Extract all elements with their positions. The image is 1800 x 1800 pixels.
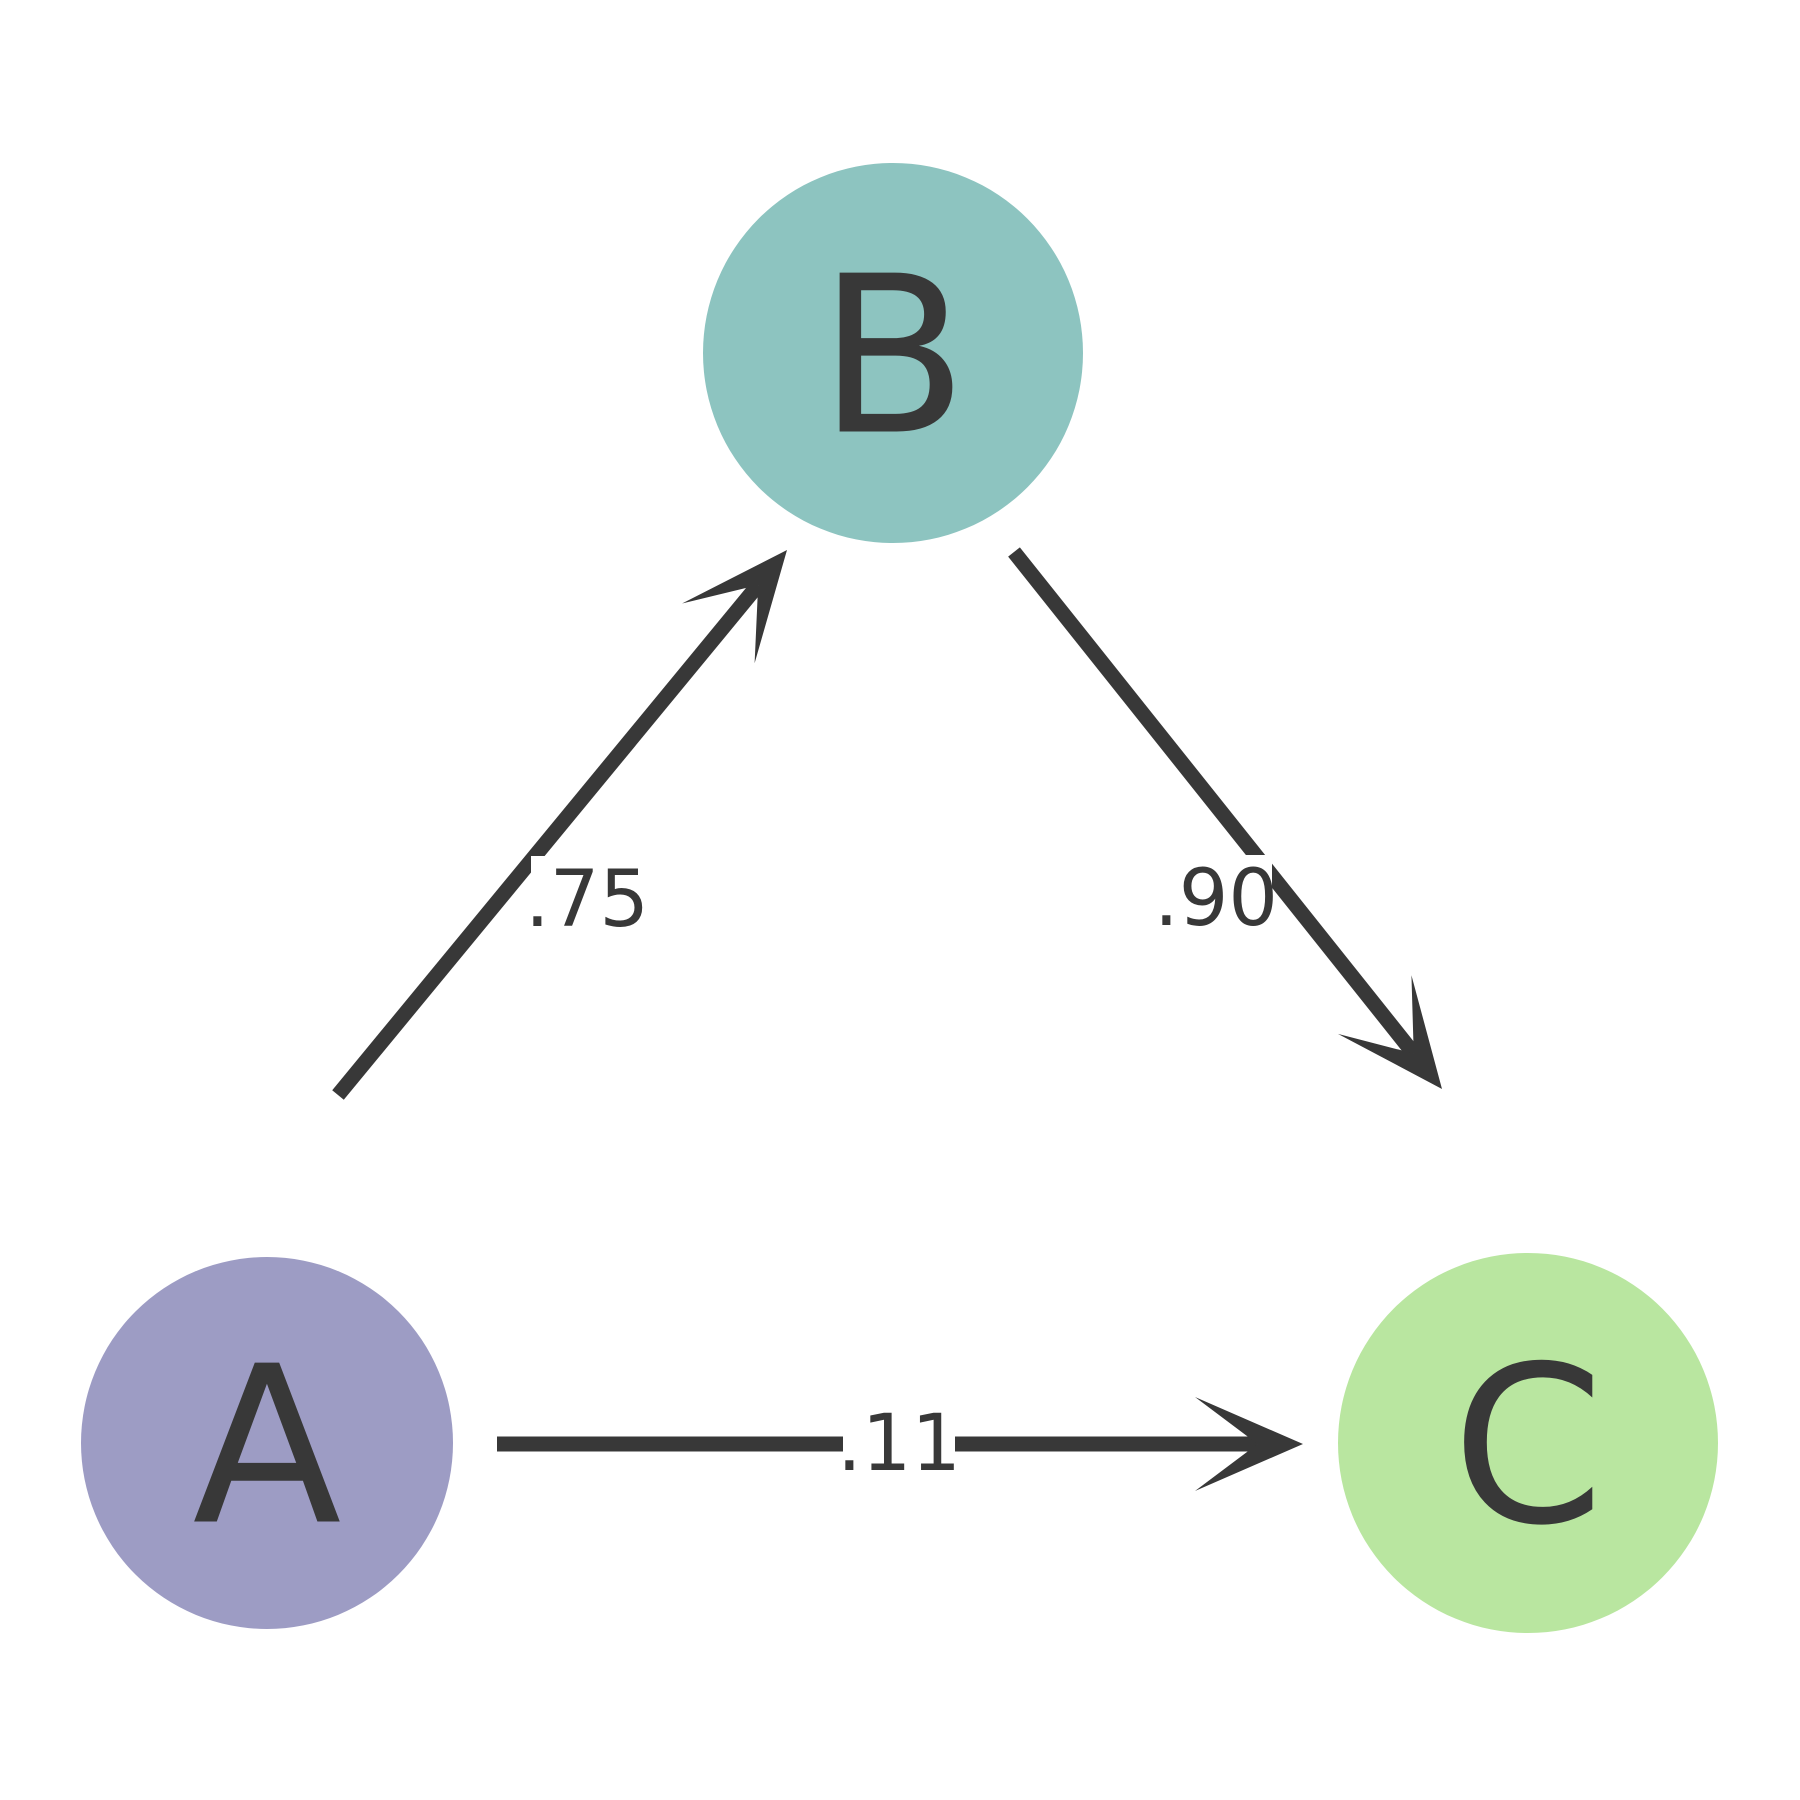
node-c[interactable]: C	[1338, 1253, 1718, 1633]
edge-a-to-b[interactable]	[332, 550, 787, 1100]
edge-b-to-c-label-backdrop	[1160, 855, 1272, 943]
edges-layer	[332, 547, 1442, 1491]
node-a[interactable]: A	[81, 1257, 453, 1629]
node-b-label: B	[818, 231, 968, 484]
edge-a-to-c-arrowhead-icon	[1195, 1397, 1303, 1491]
edge-b-to-c-arrowhead-icon	[1337, 975, 1442, 1089]
edge-labels-layer: .75 .90 .11	[525, 854, 1278, 1489]
edge-b-to-c[interactable]	[1008, 547, 1442, 1089]
node-c-circle[interactable]	[1338, 1253, 1718, 1633]
edge-a-to-b-arrowhead-icon	[682, 550, 787, 664]
edge-b-to-c-weight-label: .90	[1154, 854, 1278, 944]
node-b-circle[interactable]	[703, 163, 1083, 543]
node-a-label: A	[192, 1321, 341, 1574]
node-b[interactable]: B	[703, 163, 1083, 543]
edge-b-to-c-line	[1008, 547, 1420, 1059]
edge-a-to-b-label-backdrop	[531, 856, 643, 944]
nodes-layer: A B C	[81, 163, 1718, 1633]
node-c-label: C	[1452, 1321, 1604, 1574]
node-a-circle[interactable]	[81, 1257, 453, 1629]
edge-a-to-c-weight-label: .11	[837, 1399, 961, 1489]
edge-a-to-b-line	[332, 580, 764, 1100]
edge-a-to-c-label-backdrop	[843, 1400, 955, 1488]
edge-a-to-b-weight-label: .75	[525, 855, 649, 945]
